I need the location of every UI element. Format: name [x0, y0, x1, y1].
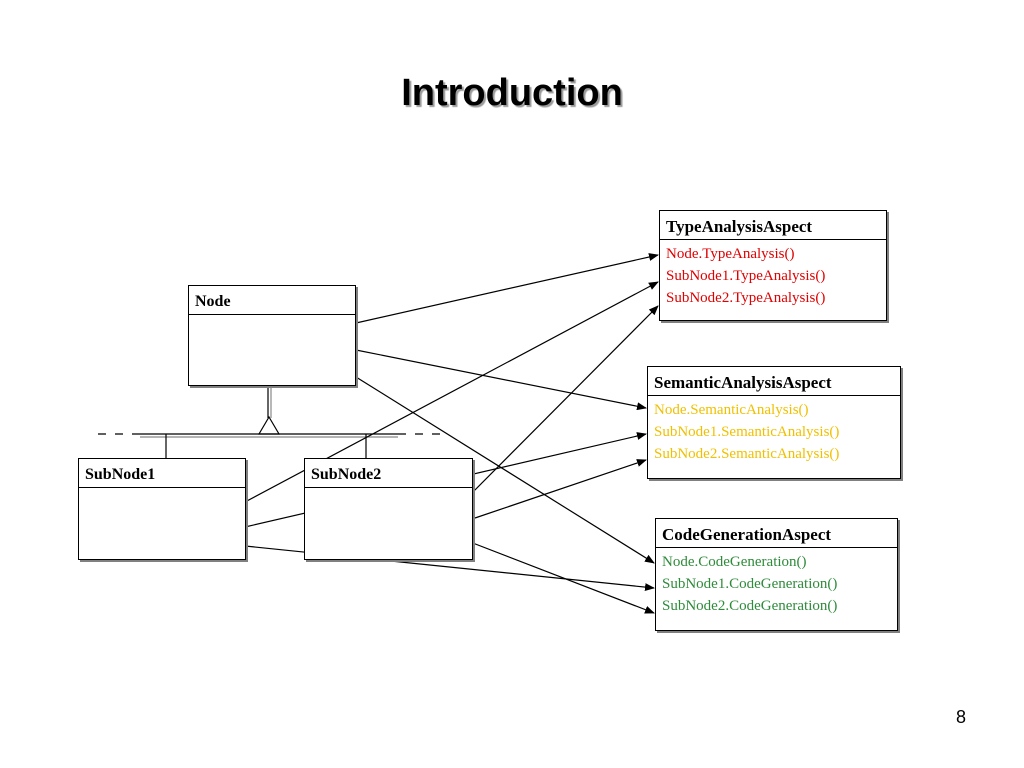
typeanalysis-method: SubNode2.TypeAnalysis()	[666, 290, 826, 306]
typeanalysis-aspect-box: TypeAnalysisAspect Node.TypeAnalysis() S…	[659, 210, 887, 321]
node-class-box: Node	[188, 285, 356, 386]
typeanalysis-aspect-name: TypeAnalysisAspect	[660, 211, 886, 240]
slide-title: Introduction	[401, 72, 623, 114]
arrow-subnode2-to-typeanalysis	[464, 305, 659, 501]
semanticanalysis-method: SubNode1.SemanticAnalysis()	[654, 424, 840, 440]
codegeneration-method: SubNode1.CodeGeneration()	[662, 576, 838, 592]
arrow-subnode2-to-semanticanalysis	[474, 459, 647, 519]
semanticanalysis-method: Node.SemanticAnalysis()	[654, 402, 809, 418]
codegeneration-method: Node.CodeGeneration()	[662, 554, 807, 570]
page-number: 8	[955, 707, 966, 727]
semanticanalysis-aspect-box: SemanticAnalysisAspect Node.SemanticAnal…	[647, 366, 901, 479]
semanticanalysis-method-list: Node.SemanticAnalysis() SubNode1.Semanti…	[648, 396, 900, 465]
typeanalysis-method: Node.TypeAnalysis()	[666, 246, 795, 262]
subnode1-class-box: SubNode1	[78, 458, 246, 560]
semanticanalysis-method: SubNode2.SemanticAnalysis()	[654, 446, 840, 462]
node-class-name: Node	[189, 286, 355, 315]
typeanalysis-method: SubNode1.TypeAnalysis()	[666, 268, 826, 284]
arrow-node-to-semanticanalysis	[355, 349, 647, 411]
codegeneration-method: SubNode2.CodeGeneration()	[662, 598, 838, 614]
inheritance-links	[98, 387, 446, 458]
codegeneration-aspect-name: CodeGenerationAspect	[656, 519, 897, 548]
arrow-node-to-codegeneration	[355, 376, 655, 564]
generalization-triangle	[257, 415, 281, 435]
arrow-subnode2-to-codegeneration	[464, 539, 655, 614]
subnode1-class-name: SubNode1	[79, 459, 245, 488]
subnode2-class-box: SubNode2	[304, 458, 473, 560]
typeanalysis-method-list: Node.TypeAnalysis() SubNode1.TypeAnalysi…	[660, 240, 886, 309]
subnode2-class-name: SubNode2	[305, 459, 472, 488]
codegeneration-aspect-box: CodeGenerationAspect Node.CodeGeneration…	[655, 518, 898, 631]
semanticanalysis-aspect-name: SemanticAnalysisAspect	[648, 367, 900, 396]
arrow-node-to-typeanalysis	[355, 253, 659, 324]
codegeneration-method-list: Node.CodeGeneration() SubNode1.CodeGener…	[656, 548, 897, 617]
